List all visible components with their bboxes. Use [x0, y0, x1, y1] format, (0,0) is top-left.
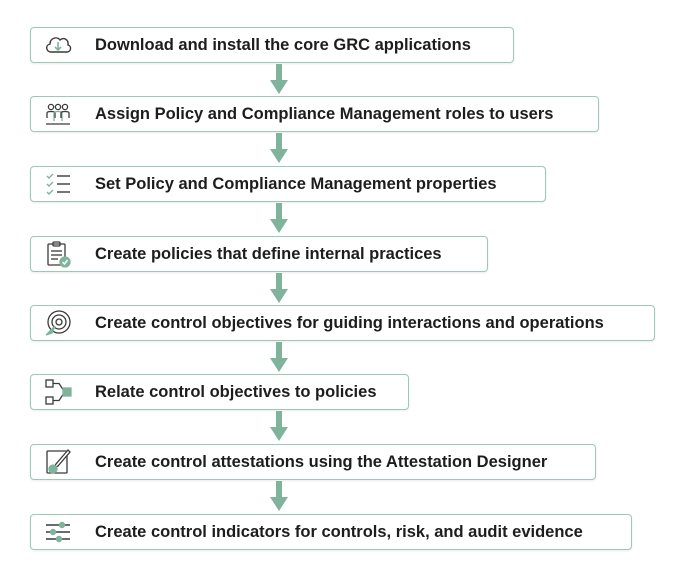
flow-arrow: [270, 64, 288, 94]
flow-step-create-policies: Create policies that define internal pra…: [30, 236, 488, 272]
step-label: Relate control objectives to policies: [95, 382, 377, 401]
flow-step-relate-objectives: Relate control objectives to policies: [30, 374, 409, 410]
flow-step-assign-roles: Assign Policy and Compliance Management …: [30, 96, 599, 132]
sliders-icon: [43, 517, 73, 547]
flow-arrow: [270, 411, 288, 441]
flow-step-control-objectives: Create control objectives for guiding in…: [30, 305, 655, 341]
pen-document-icon: [43, 447, 73, 477]
flow-arrow: [270, 342, 288, 372]
checklist-icon: [43, 169, 73, 199]
flow-step-control-indicators: Create control indicators for controls, …: [30, 514, 632, 550]
step-label: Set Policy and Compliance Management pro…: [95, 174, 497, 193]
flow-arrow: [270, 203, 288, 233]
flow-step-set-properties: Set Policy and Compliance Management pro…: [30, 166, 546, 202]
step-label: Create control attestations using the At…: [95, 452, 548, 471]
flow-arrow: [270, 133, 288, 163]
flow-step-control-attestations: Create control attestations using the At…: [30, 444, 596, 480]
flow-arrow: [270, 273, 288, 303]
cloud-download-icon: [43, 30, 73, 60]
step-label: Download and install the core GRC applic…: [95, 35, 471, 54]
target-arrow-icon: [43, 308, 73, 338]
step-label: Create control objectives for guiding in…: [95, 313, 604, 332]
step-label: Assign Policy and Compliance Management …: [95, 104, 554, 123]
users-group-icon: [43, 99, 73, 129]
step-label: Create policies that define internal pra…: [95, 244, 442, 263]
step-label: Create control indicators for controls, …: [95, 522, 583, 541]
clipboard-check-icon: [43, 239, 73, 269]
flow-arrow: [270, 481, 288, 511]
relation-nodes-icon: [43, 377, 73, 407]
flow-step-download: Download and install the core GRC applic…: [30, 27, 514, 63]
